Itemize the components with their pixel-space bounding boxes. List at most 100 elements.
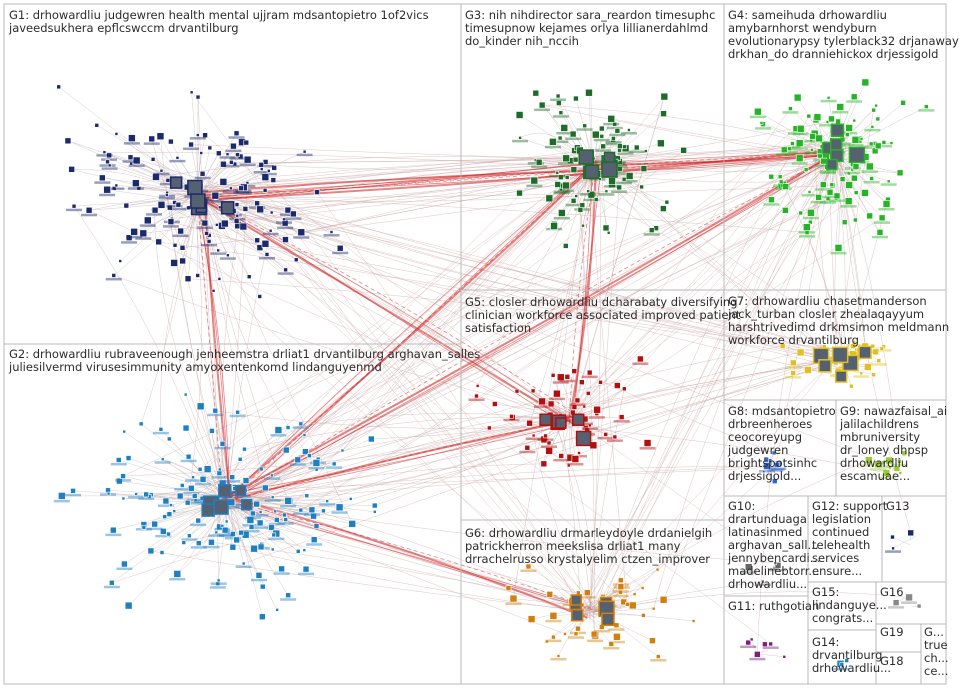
graph-node xyxy=(900,100,906,106)
edge xyxy=(231,505,289,596)
group-label-g11: G11: ruthgotian xyxy=(728,600,819,613)
graph-node xyxy=(891,546,895,551)
graph-node xyxy=(116,477,123,485)
graph-node-tag xyxy=(875,144,892,148)
graph-node-tag xyxy=(292,512,309,516)
edge xyxy=(278,413,569,431)
group-label-line: G5: closler drhowardliu dcharabaty diver… xyxy=(465,295,738,309)
graph-node xyxy=(872,348,879,356)
graph-node-tag xyxy=(180,459,197,463)
graph-node-tag xyxy=(871,235,888,239)
edge xyxy=(203,194,332,233)
graph-node xyxy=(189,90,194,95)
group-label-line: juliesilvermd virusesimmunity amyoxenten… xyxy=(9,360,382,374)
graph-node xyxy=(790,359,797,367)
edge xyxy=(316,191,582,610)
edge xyxy=(216,507,219,581)
graph-node xyxy=(122,429,127,434)
graph-node-tag xyxy=(138,497,155,500)
graph-node xyxy=(253,500,260,508)
group-label-line: ce... xyxy=(924,664,949,678)
graph-node xyxy=(575,625,581,632)
group-label-line: telehealth xyxy=(812,538,871,552)
edge xyxy=(73,206,220,496)
edge xyxy=(195,164,589,501)
graph-node xyxy=(151,206,159,214)
graph-node-tag xyxy=(250,578,267,582)
graph-node xyxy=(759,121,764,125)
graph-node xyxy=(850,343,856,349)
edge xyxy=(218,497,278,610)
graph-node xyxy=(788,106,793,111)
graph-node xyxy=(622,386,627,392)
graph-node xyxy=(558,174,564,181)
graph-node xyxy=(655,654,661,659)
edge xyxy=(119,480,217,496)
graph-node-tag xyxy=(605,142,622,146)
group-label-line: G16 xyxy=(880,585,904,599)
graph-node xyxy=(179,483,185,488)
edge xyxy=(257,157,596,505)
graph-node xyxy=(297,228,306,237)
graph-node xyxy=(613,632,621,641)
graph-node-tag xyxy=(169,577,186,581)
graph-node-tag xyxy=(293,236,310,239)
hub-avatar xyxy=(858,345,872,360)
graph-node xyxy=(898,471,903,475)
graph-node-tag xyxy=(608,640,625,644)
graph-node xyxy=(268,524,275,531)
edge xyxy=(565,108,791,429)
graph-node xyxy=(555,93,561,99)
graph-node xyxy=(99,174,106,182)
graph-node xyxy=(314,189,320,195)
graph-node xyxy=(641,613,646,618)
edge xyxy=(570,117,818,407)
graph-node-tag xyxy=(157,504,174,508)
graph-node-tag xyxy=(468,398,485,402)
graph-node xyxy=(545,639,549,644)
edge xyxy=(595,162,801,353)
graph-node xyxy=(170,259,178,267)
edge xyxy=(223,143,872,497)
group-label-line: G14: xyxy=(812,635,840,649)
graph-node xyxy=(531,433,536,438)
graph-node xyxy=(754,651,761,658)
graph-node xyxy=(556,100,562,106)
edge xyxy=(188,278,846,364)
edge xyxy=(130,157,837,355)
graph-node-tag xyxy=(822,195,839,199)
graph-node xyxy=(167,218,175,225)
edge-strong xyxy=(205,151,834,198)
graph-node xyxy=(859,137,864,141)
graph-node-tag xyxy=(233,191,250,194)
graph-node-tag xyxy=(773,184,790,187)
graph-node-tag xyxy=(280,504,297,508)
graph-node xyxy=(268,228,273,233)
edge-strong xyxy=(196,193,230,504)
graph-node-tag xyxy=(155,534,172,538)
graph-node xyxy=(270,547,275,552)
graph-node-tag xyxy=(552,115,569,118)
group-label-line: arghavan_sall... xyxy=(728,538,819,552)
edge xyxy=(201,176,266,191)
graph-node xyxy=(284,206,292,214)
graph-node xyxy=(195,517,201,524)
hub-avatar xyxy=(218,484,232,498)
graph-node xyxy=(584,589,591,596)
graph-node xyxy=(807,190,812,194)
graph-node xyxy=(474,393,479,399)
graph-node xyxy=(771,450,777,456)
graph-node-tag xyxy=(569,403,586,406)
graph-node-tag xyxy=(846,100,863,103)
edge xyxy=(200,185,833,198)
graph-node xyxy=(664,199,670,205)
graph-node-tag xyxy=(875,465,892,468)
edge xyxy=(232,463,544,505)
graph-node xyxy=(826,188,834,196)
graph-node xyxy=(555,171,560,175)
graph-node xyxy=(270,495,275,500)
graph-node-tag xyxy=(558,162,575,165)
graph-node xyxy=(893,465,901,472)
graph-node-tag xyxy=(632,362,649,365)
graph-node xyxy=(777,174,783,180)
